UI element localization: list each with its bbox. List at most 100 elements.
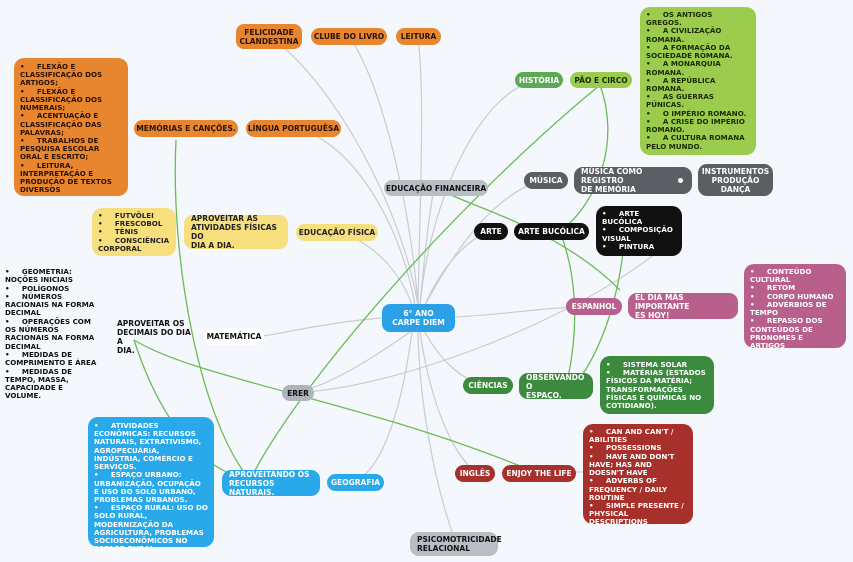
musica-registro-node[interactable]: MÚSICA COMO REGISTRO DE MEMÓRIA [574, 167, 692, 194]
list-item: GEOMETRIA: NOÇÕES INICIAIS [5, 267, 101, 285]
list-item: TÊNIS [98, 228, 170, 236]
list-item: A REPÚBLICA ROMANA. [646, 76, 750, 93]
link-center-arte [424, 230, 491, 306]
ingles-node[interactable]: INGLÊS [455, 465, 495, 482]
clube-do-livro-label: CLUBE DO LIVRO [313, 32, 385, 41]
link-center-edfin [419, 187, 435, 306]
list-item: FUTVÔLEI [98, 211, 170, 220]
memorias-e-cancoes-node[interactable]: MEMÓRIAS E CANÇÕES. [134, 120, 238, 137]
collapse-dot-icon[interactable] [678, 178, 683, 183]
list-item: ARTE BUCÓLICA [602, 209, 676, 226]
list-item: A CULTURA ROMANA PELO MUNDO. [646, 134, 750, 151]
list-item: PINTURA [602, 242, 676, 251]
felicidade-clandestina-node[interactable]: FELICIDADE CLANDESTINA [236, 24, 302, 49]
enjoy-label: ENJOY THE LIFE [506, 469, 572, 478]
errar-node[interactable]: ERER [282, 385, 314, 401]
arte-node[interactable]: ARTE [474, 223, 508, 240]
musica-registro-label: MÚSICA COMO REGISTRO DE MEMÓRIA [581, 167, 643, 194]
geografia-topics-list: ATIVIDADES ECONÔMICAS: RECURSOS NATURAIS… [94, 421, 208, 554]
list-item: O IMPÉRIO ROMANO. [646, 109, 750, 118]
matematica-label: MATEMÁTICA [206, 332, 262, 341]
errar-label: ERER [287, 388, 309, 398]
aproveitar-decimais-label: APROVEITAR OS DECIMAIS DO DIA A DIA. [117, 319, 191, 355]
arte-topics-list: ARTE BUCÓLICA COMPOSIÇÃO VISUAL PINTURA [602, 209, 676, 251]
list-item: A CRISE DO IMPÉRIO ROMANO. [646, 117, 750, 134]
arte-bucolica-node[interactable]: ARTE BUCÓLICA [514, 223, 589, 240]
link-errar-pink [299, 249, 661, 393]
list-item: LEITURA, INTERPRETAÇÃO E PRODUÇÃO DE TEX… [20, 161, 122, 195]
list-item: SIMPLE PRESENTE / PHYSICAL DESCRIPTIONS [589, 501, 687, 527]
list-item: ADVERBS OF FREQUENCY / DAILY ROUTINE [589, 477, 687, 502]
historia-topics-list: OS ANTIGOS GREGOS. A CIVILIZAÇÃO ROMANA.… [646, 10, 750, 151]
espanhol-topics-list: CONTEÚDO CULTURAL RETOM CORPO HUMANO ADV… [750, 267, 840, 350]
geografia-node[interactable]: GEOGRAFIA [327, 474, 384, 491]
historia-node[interactable]: HISTÓRIA [515, 72, 563, 88]
matematica-topics-note: GEOMETRIA: NOÇÕES INICIAIS POLÍGONOS NÚM… [5, 267, 101, 401]
leitura-node[interactable]: LEITURA [396, 28, 441, 45]
list-item: REPASSO DOS CONTEÚDOS DE PRONOMES E ARTI… [750, 317, 840, 350]
ciencias-node[interactable]: CIÊNCIAS [463, 377, 513, 394]
historia-label: HISTÓRIA [518, 75, 560, 85]
educacao-financeira-node[interactable]: EDUCAÇÃO FINANCEIRA [384, 180, 488, 196]
list-item: A MONARQUIA ROMANA. [646, 60, 750, 77]
el-dia-label: EL DIA MÁS IMPORTANTE ES HOY! [635, 292, 690, 320]
observando-label: OBSERVANDO O ESPAÇO. [526, 372, 585, 400]
instrumentos-label: INSTRUMENTOS PRODUÇÃO DANÇA [701, 166, 770, 194]
geografia-topics-note: ATIVIDADES ECONÔMICAS: RECURSOS NATURAIS… [88, 417, 214, 553]
psicomotricidade-node[interactable]: PSICOMOTRICIDADE RELACIONAL [410, 532, 502, 556]
arte-topics-note: ARTE BUCÓLICA COMPOSIÇÃO VISUAL PINTURA [596, 206, 682, 256]
memorias-label: MEMÓRIAS E CANÇÕES. [136, 124, 236, 133]
ciencias-topics-list: SISTEMA SOLAR MATÉRIAS (ESTADOS FÍSICOS … [606, 360, 708, 410]
list-item: CONSCIÊNCIA CORPORAL [98, 236, 170, 253]
instrumentos-node[interactable]: INSTRUMENTOS PRODUÇÃO DANÇA [698, 164, 773, 196]
list-item: AS GUERRAS PÚNICAS. [646, 92, 750, 109]
clube-do-livro-node[interactable]: CLUBE DO LIVRO [311, 28, 387, 45]
list-item: ESPAÇO URBANO: URBANIZAÇÃO, OCUPAÇÃO E U… [94, 471, 208, 504]
enjoy-the-life-node[interactable]: ENJOY THE LIFE [502, 465, 576, 482]
aproveitar-atividades-fisicas-node[interactable]: APROVEITAR AS ATIVIDADES FÍSICAS DO DIA … [184, 214, 288, 250]
list-item: CONTEÚDO CULTURAL [750, 267, 840, 284]
link-center-ingles [419, 331, 476, 473]
educacao-fisica-node[interactable]: EDUCAÇÃO FÍSICA [296, 224, 378, 241]
aproveitando-recursos-node[interactable]: APROVEITANDO OS RECURSOS NATURAIS. [222, 470, 320, 497]
green-link-5 [559, 231, 576, 379]
aproveitar-fisicas-label: APROVEITAR AS ATIVIDADES FÍSICAS DO DIA … [191, 214, 277, 250]
list-item: OPERAÇÕES COM OS NÚMEROS RACIONAIS NA FO… [5, 317, 101, 351]
portugues-topics-note: FLEXÃO E CLASSIFICAÇÃO DOS ARTIGOS; FLEX… [14, 58, 128, 196]
list-item: HAVE AND DON'T HAVE; HAS AND DOESN'T HAV… [589, 452, 687, 478]
aproveitar-decimais-node[interactable]: APROVEITAR OS DECIMAIS DO DIA A DIA. [110, 319, 202, 355]
matematica-node[interactable]: MATEMÁTICA [204, 328, 264, 345]
link-center-lingua [294, 127, 416, 306]
link-center-edfisica [336, 231, 413, 306]
central-topic-label: 6° ANO CARPE DIEM [392, 308, 445, 327]
observando-espaco-node[interactable]: OBSERVANDO O ESPAÇO. [519, 372, 593, 400]
lingua-portuguesa-node[interactable]: LÍNGUA PORTUGUÊSA [246, 120, 341, 137]
central-topic-node[interactable]: 6° ANO CARPE DIEM [382, 304, 455, 332]
list-item: NÚMEROS RACIONAIS NA FORMA DECIMAL [5, 292, 101, 318]
educacao-financeira-label: EDUCAÇÃO FINANCEIRA [385, 183, 487, 193]
el-dia-node[interactable]: EL DIA MÁS IMPORTANTE ES HOY! [628, 292, 738, 320]
arte-bucolica-label: ARTE BUCÓLICA [518, 227, 585, 236]
ingles-topics-list: CAN AND CAN'T / ABILITIES POSSESSIONS HA… [589, 427, 687, 527]
musica-node[interactable]: MÚSICA [524, 172, 568, 189]
ciencias-label: CIÊNCIAS [468, 381, 508, 390]
espanhol-node[interactable]: ESPANHOL [566, 298, 622, 315]
list-item: MEDIDAS DE TEMPO, MASSA, CAPACIDADE E VO… [5, 367, 101, 401]
link-center-errar [297, 331, 411, 393]
list-item: CORPO HUMANO [750, 292, 840, 301]
list-item: SISTEMA SOLAR [606, 360, 708, 369]
list-item: A FORMAÇÃO DA SOCIEDADE ROMANA. [646, 43, 750, 60]
historia-topics-note: OS ANTIGOS GREGOS. A CIVILIZAÇÃO ROMANA.… [640, 7, 756, 155]
link-center-geografia [354, 331, 413, 482]
list-item: FLEXÃO E CLASSIFICAÇÃO DOS NUMERAIS; [20, 87, 122, 113]
list-item: ESPAÇO RURAL: USO DO SOLO RURAL, MODERNI… [94, 504, 208, 553]
pao-e-circo-label: PÃO E CIRCO [574, 75, 628, 85]
list-item: POSSESSIONS [589, 444, 687, 452]
pao-e-circo-node[interactable]: PÃO E CIRCO [570, 72, 632, 88]
green-link-8 [439, 189, 621, 291]
list-item: POLÍGONOS [5, 284, 101, 293]
link-center-felicidade [271, 37, 419, 306]
leitura-label: LEITURA [400, 32, 437, 41]
portugues-topics-list: FLEXÃO E CLASSIFICAÇÃO DOS ARTIGOS; FLEX… [20, 62, 122, 195]
ciencias-topics-note: SISTEMA SOLAR MATÉRIAS (ESTADOS FÍSICOS … [600, 356, 714, 414]
